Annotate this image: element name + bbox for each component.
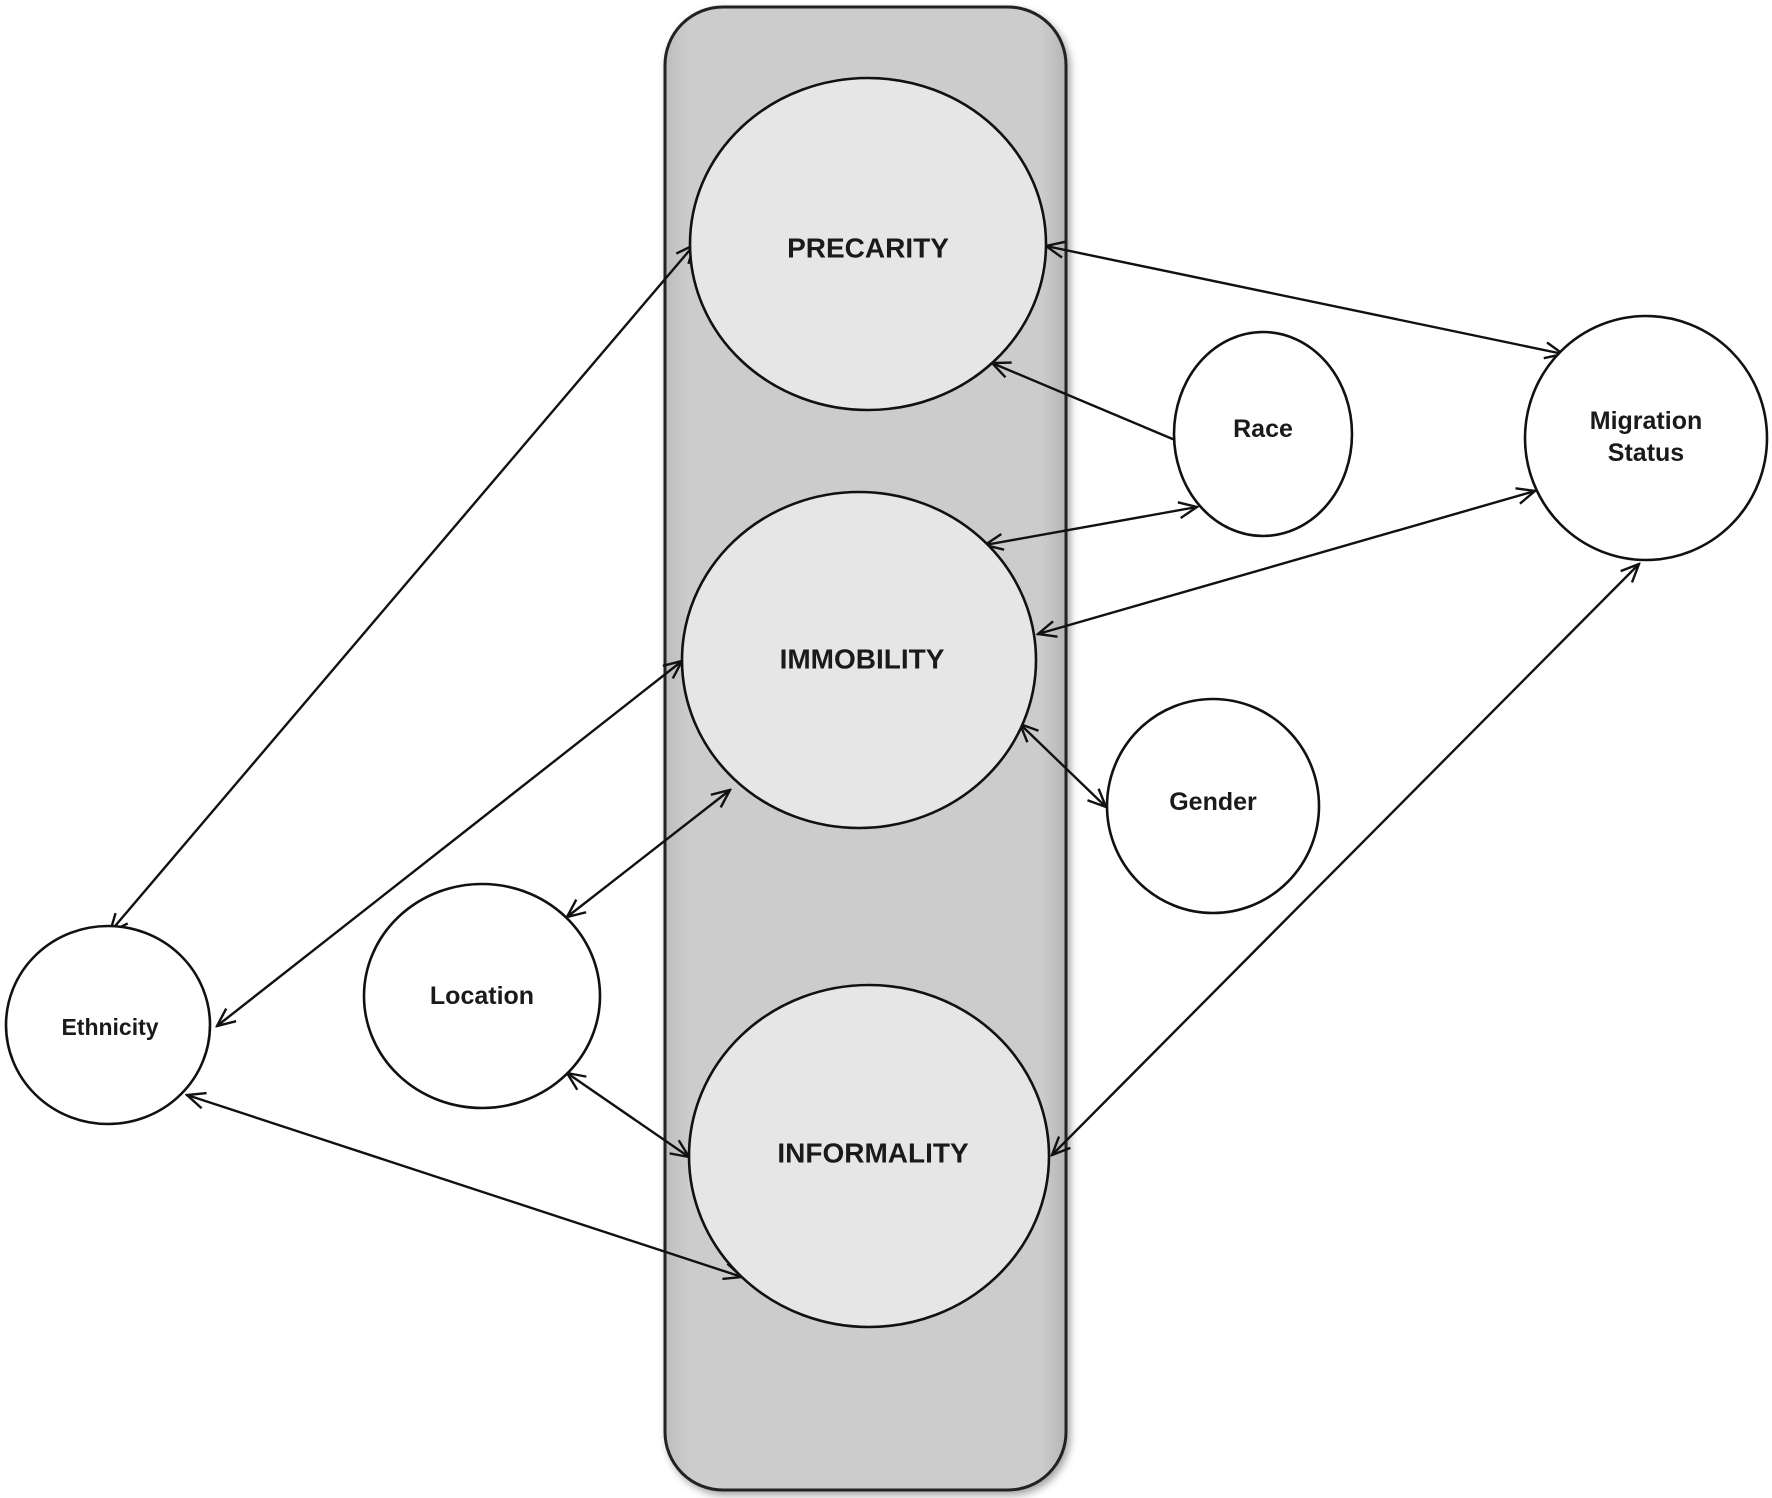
node-precarity: PRECARITY	[688, 76, 1048, 412]
precarity-circle	[688, 76, 1048, 412]
informality-circle	[687, 983, 1051, 1329]
edge-ethnicity-precarity	[110, 245, 694, 932]
gender-label: Gender	[1169, 788, 1257, 816]
node-gender: Gender	[1105, 697, 1321, 915]
node-immobility: IMMOBILITY	[680, 490, 1038, 830]
node-location: Location	[362, 882, 602, 1110]
ethnicity-label: Ethnicity	[61, 1014, 158, 1040]
migration-status-circle	[1523, 314, 1769, 562]
node-informality: INFORMALITY	[687, 983, 1051, 1329]
edge-race-precarity	[992, 363, 1176, 442]
informality-label: INFORMALITY	[777, 1138, 969, 1169]
node-migration-status: Migration Status	[1523, 314, 1769, 562]
gender-circle	[1105, 697, 1321, 915]
migration-status-label-line2: Status	[1608, 439, 1684, 467]
location-label: Location	[430, 982, 534, 1010]
edges-group	[110, 245, 1639, 1277]
immobility-circle	[680, 490, 1038, 830]
edge-migration-informality	[1052, 564, 1639, 1155]
node-ethnicity: Ethnicity	[4, 924, 212, 1126]
race-label: Race	[1233, 415, 1293, 443]
node-race: Race	[1172, 330, 1354, 538]
migration-status-label-line1: Migration	[1590, 407, 1703, 435]
precarity-label: PRECARITY	[787, 233, 949, 264]
immobility-label: IMMOBILITY	[780, 644, 945, 675]
ethnicity-circle	[4, 924, 212, 1126]
race-circle	[1172, 330, 1354, 538]
edge-ethnicity-informality	[187, 1095, 742, 1277]
edge-location-immobility	[567, 790, 730, 917]
edge-ethnicity-immobility	[217, 661, 682, 1026]
edge-migration-precarity	[1046, 246, 1563, 354]
location-circle	[362, 882, 602, 1110]
